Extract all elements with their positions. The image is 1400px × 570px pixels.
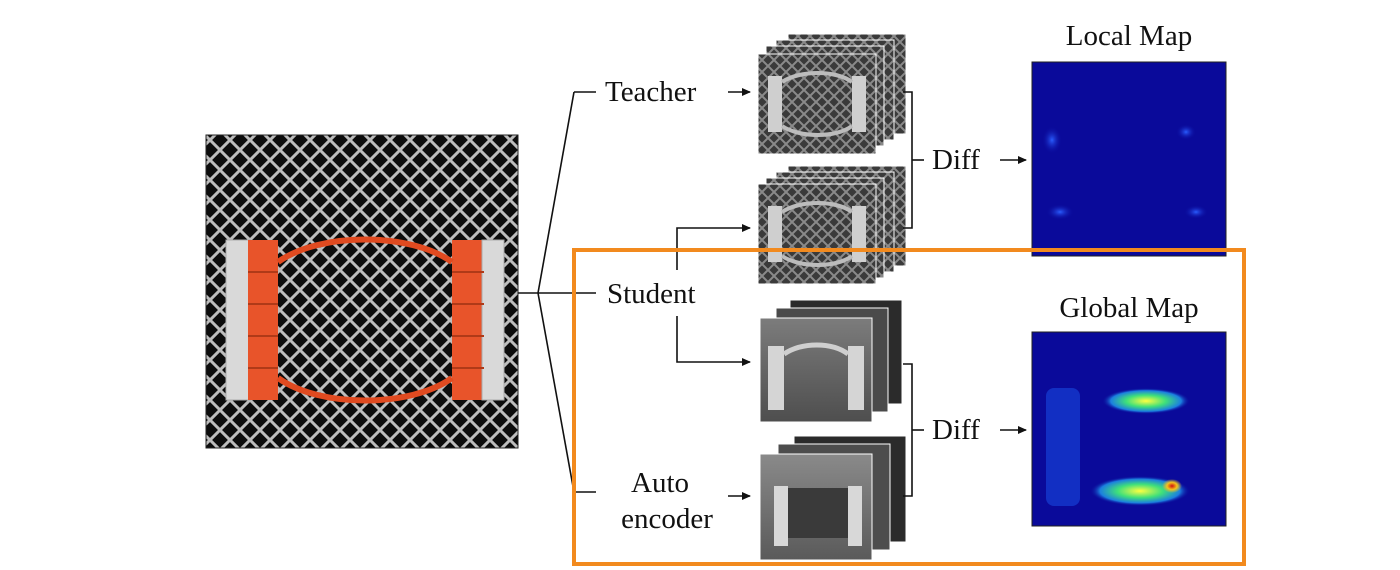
student-feature-stack-teacher-branch [757, 165, 907, 285]
local-map-title: Local Map [1066, 20, 1192, 52]
autoencoder-label-line2: encoder [621, 503, 713, 535]
student-feature-stack-ae-branch [759, 299, 903, 423]
right-connector [452, 239, 505, 401]
diff-brackets [903, 91, 1027, 497]
diff-local-label: Diff [932, 144, 980, 176]
autoencoder-label-line1: Auto [631, 467, 689, 499]
teacher-feature-stack [757, 33, 907, 155]
upper-wire [276, 236, 454, 265]
teacher-label: Teacher [605, 76, 697, 108]
diff-global-label: Diff [932, 414, 980, 446]
arrows-to-features [676, 88, 751, 500]
student-label: Student [607, 278, 696, 310]
global-map-title: Global Map [1059, 292, 1198, 324]
global-map-heatmap [1031, 331, 1227, 527]
left-connector [225, 239, 278, 401]
branch-lines [518, 91, 596, 493]
local-map-heatmap [1031, 61, 1227, 257]
lower-wire [276, 375, 454, 404]
autoencoder-feature-stack [759, 435, 907, 561]
input-image [205, 134, 519, 449]
global-branch-highlight-box [572, 248, 1246, 566]
